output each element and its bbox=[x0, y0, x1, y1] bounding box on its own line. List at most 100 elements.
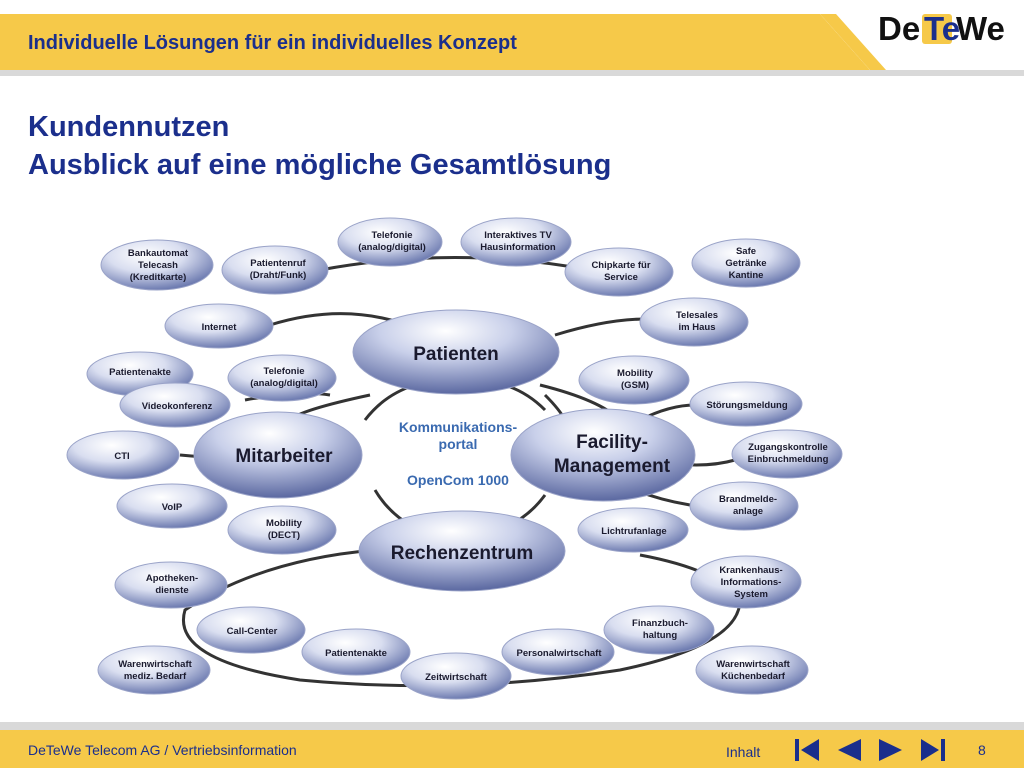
solution-diagram: Kommunikations- portal OpenCom 1000 Pati… bbox=[66, 217, 843, 700]
hub-facility-management[interactable]: Facility- Management bbox=[510, 408, 696, 502]
node-krankenhaus[interactable]: Krankenhaus- Informations- System bbox=[690, 555, 802, 609]
node-label: Kantine bbox=[729, 270, 764, 281]
node-videokonferenz[interactable]: Videokonferenz bbox=[119, 382, 231, 428]
node-label: Zugangskontrolle bbox=[748, 442, 828, 453]
hub-patienten-label: Patienten bbox=[413, 344, 499, 365]
node-brandmelde[interactable]: Brandmelde- anlage bbox=[689, 481, 799, 531]
node-bankautomat[interactable]: Bankautomat Telecash (Kreditkarte) bbox=[100, 239, 214, 291]
node-label: Informations- bbox=[721, 577, 782, 588]
node-finanzbuch[interactable]: Finanzbuch- haltung bbox=[603, 605, 715, 655]
node-apotheken[interactable]: Apotheken- dienste bbox=[114, 561, 228, 609]
first-page-icon[interactable] bbox=[792, 736, 822, 764]
hub-mitarbeiter[interactable]: Mitarbeiter bbox=[193, 411, 363, 499]
node-zeitwirtschaft[interactable]: Zeitwirtschaft bbox=[400, 652, 512, 700]
inhalt-link[interactable]: Inhalt bbox=[726, 744, 761, 760]
center-label-line-2: portal bbox=[439, 436, 478, 452]
node-label: Chipkarte für bbox=[591, 260, 650, 271]
node-label: Patientenruf bbox=[250, 258, 306, 269]
node-label: Videokonferenz bbox=[142, 401, 213, 412]
headline: Kundennutzen Ausblick auf eine mögliche … bbox=[28, 108, 611, 184]
hub-rechenzentrum-label: Rechenzentrum bbox=[391, 543, 534, 564]
node-personalwirtschaft[interactable]: Personalwirtschaft bbox=[501, 628, 615, 676]
node-label: Bankautomat bbox=[128, 248, 189, 259]
node-label: Telefonie bbox=[264, 366, 305, 377]
node-label: Störungsmeldung bbox=[706, 400, 787, 411]
last-page-icon[interactable] bbox=[918, 736, 948, 764]
node-label: System bbox=[734, 589, 768, 600]
node-label: (analog/digital) bbox=[250, 378, 318, 389]
node-label: Getränke bbox=[725, 258, 766, 269]
node-label: haltung bbox=[643, 630, 677, 641]
node-label: Telefonie bbox=[372, 230, 413, 241]
svg-text:Te: Te bbox=[924, 10, 960, 47]
node-label: Brandmelde- bbox=[719, 494, 777, 505]
hub-rechenzentrum[interactable]: Rechenzentrum bbox=[358, 510, 566, 592]
header-bar bbox=[0, 14, 1024, 76]
node-label: Internet bbox=[202, 322, 238, 333]
svg-text:We: We bbox=[956, 10, 1005, 47]
node-label: Lichtrufanlage bbox=[601, 526, 666, 537]
node-label: Patientenakte bbox=[109, 367, 171, 378]
node-warenwirtschaft-left[interactable]: Warenwirtschaft mediz. Bedarf bbox=[97, 645, 211, 695]
node-telefonie-top[interactable]: Telefonie (analog/digital) bbox=[337, 217, 443, 267]
node-telesales[interactable]: Telesales im Haus bbox=[639, 297, 749, 347]
node-safe[interactable]: Safe Getränke Kantine bbox=[691, 238, 801, 288]
footer-separator bbox=[0, 722, 1024, 730]
node-label: Personalwirtschaft bbox=[517, 648, 603, 659]
node-telefonie-left[interactable]: Telefonie (analog/digital) bbox=[227, 354, 337, 402]
headline-line-2: Ausblick auf eine mögliche Gesamtlösung bbox=[28, 149, 612, 181]
page-number: 8 bbox=[978, 742, 986, 758]
next-page-icon[interactable] bbox=[876, 736, 906, 764]
node-label: mediz. Bedarf bbox=[124, 671, 187, 682]
node-label: Krankenhaus- bbox=[719, 565, 782, 576]
node-stoerungsmeldung[interactable]: Störungsmeldung bbox=[689, 381, 803, 427]
node-label: (analog/digital) bbox=[358, 242, 426, 253]
node-label: Safe bbox=[736, 246, 756, 257]
node-warenwirtschaft-right[interactable]: Warenwirtschaft Küchenbedarf bbox=[695, 645, 809, 695]
hub-mitarbeiter-label: Mitarbeiter bbox=[235, 446, 333, 467]
node-label: Finanzbuch- bbox=[632, 618, 688, 629]
node-internet[interactable]: Internet bbox=[164, 303, 274, 349]
node-label: (GSM) bbox=[621, 380, 649, 391]
node-patientenruf[interactable]: Patientenruf (Draht/Funk) bbox=[221, 245, 329, 295]
node-label: anlage bbox=[733, 506, 763, 517]
node-call-center[interactable]: Call-Center bbox=[196, 606, 306, 654]
node-label: Telecash bbox=[138, 260, 178, 271]
node-label: (Kreditkarte) bbox=[130, 272, 187, 283]
detewe-logo: De Te We bbox=[878, 10, 1005, 47]
hub-patienten[interactable]: Patienten bbox=[352, 309, 560, 395]
node-cti[interactable]: CTI bbox=[66, 430, 180, 480]
node-label: Interaktives TV bbox=[484, 230, 552, 241]
header-title: Individuelle Lösungen für ein individuel… bbox=[28, 32, 517, 54]
center-label-line-1: Kommunikations- bbox=[399, 419, 518, 435]
node-mobility-dect[interactable]: Mobility (DECT) bbox=[227, 505, 337, 555]
node-label: (Draht/Funk) bbox=[250, 270, 306, 281]
node-label: Küchenbedarf bbox=[721, 671, 786, 682]
node-label: CTI bbox=[114, 451, 129, 462]
node-label: Hausinformation bbox=[480, 242, 556, 253]
node-label: Einbruchmeldung bbox=[748, 454, 829, 465]
node-label: Service bbox=[604, 272, 638, 283]
footer-bar: DeTeWe Telecom AG / Vertriebsinformation… bbox=[0, 730, 1024, 768]
node-patientenakte-bottom[interactable]: Patientenakte bbox=[301, 628, 411, 676]
node-label: im Haus bbox=[679, 322, 716, 333]
node-label: dienste bbox=[155, 585, 188, 596]
headline-line-1: Kundennutzen bbox=[28, 111, 230, 143]
node-label: Warenwirtschaft bbox=[716, 659, 790, 670]
node-zugangskontrolle[interactable]: Zugangskontrolle Einbruchmeldung bbox=[731, 429, 843, 479]
node-lichtrufanlage[interactable]: Lichtrufanlage bbox=[577, 507, 689, 553]
hub-facility-label-line-1: Facility- bbox=[576, 432, 648, 453]
node-label: Telesales bbox=[676, 310, 718, 321]
node-chipkarte[interactable]: Chipkarte für Service bbox=[564, 247, 674, 297]
node-interaktives-tv[interactable]: Interaktives TV Hausinformation bbox=[460, 217, 572, 267]
svg-text:De: De bbox=[878, 10, 920, 47]
node-label: VoIP bbox=[162, 502, 183, 513]
node-mobility-gsm[interactable]: Mobility (GSM) bbox=[578, 355, 690, 405]
hub-facility-label-line-2: Management bbox=[554, 456, 671, 477]
previous-page-icon[interactable] bbox=[834, 736, 864, 764]
center-label-line-3: OpenCom 1000 bbox=[407, 472, 509, 488]
node-label: Call-Center bbox=[227, 626, 278, 637]
node-label: (DECT) bbox=[268, 530, 300, 541]
node-voip[interactable]: VoIP bbox=[116, 483, 228, 529]
node-label: Zeitwirtschaft bbox=[425, 672, 488, 683]
